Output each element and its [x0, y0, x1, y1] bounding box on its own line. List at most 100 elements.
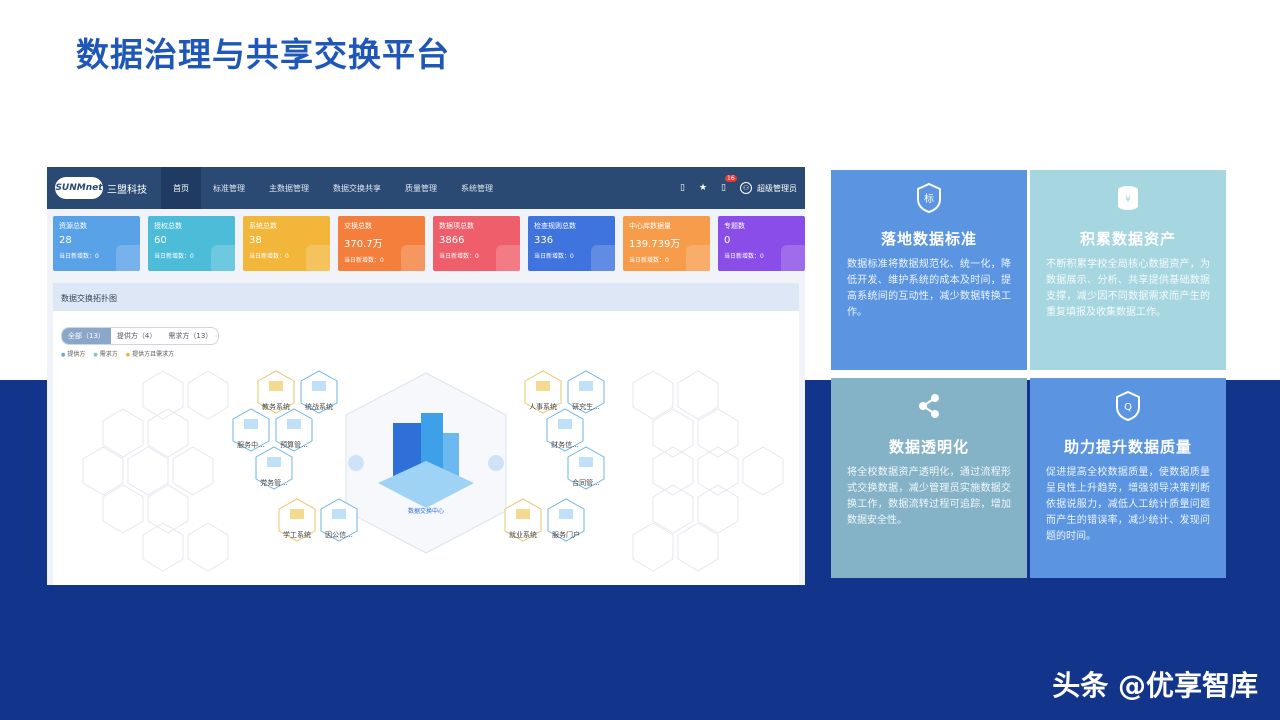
- topology-diagram: 数据交换中心 教务系统 统战系统 服务中... 预算管... 党务管... 学工…: [82, 370, 784, 572]
- share-icon: [919, 394, 939, 418]
- stat-sub: 当日新增数：0: [154, 253, 194, 260]
- user-icon: ⚇: [740, 182, 752, 194]
- stat-sub: 当日新增数：0: [249, 253, 289, 260]
- star-icon[interactable]: ★: [698, 183, 708, 193]
- stat-deco-icon: [686, 245, 710, 271]
- topology-node[interactable]: 服务中...: [232, 408, 270, 452]
- stat-deco-icon: [591, 245, 615, 271]
- nav-exchange[interactable]: 数据交换共享: [333, 183, 381, 193]
- topology-node[interactable]: 学工系统: [278, 498, 316, 542]
- topology-node[interactable]: 财务信...: [546, 408, 584, 452]
- svg-text:党务管...: 党务管...: [260, 478, 288, 487]
- svg-text:¥: ¥: [1125, 195, 1131, 205]
- stat-label: 专题数: [724, 222, 745, 230]
- filter-tabs: 全部（13） 提供方（4） 需求方（13）: [61, 327, 220, 345]
- topology-node[interactable]: 就业系统: [504, 498, 542, 542]
- svg-text:因公信...: 因公信...: [325, 530, 353, 539]
- topology-node[interactable]: 党务管...: [255, 446, 293, 490]
- topology-node[interactable]: 研究生...: [567, 370, 605, 414]
- hex-grid: [82, 370, 784, 572]
- svg-text:统战系统: 统战系统: [305, 402, 333, 411]
- card-description: 促进提高全校数据质量，使数据质量呈良性上升趋势，增强领导决策判断依据说服力，减低…: [1046, 467, 1210, 542]
- nav-home[interactable]: 首页: [161, 167, 201, 209]
- document-icon[interactable]: ▯: [680, 183, 685, 193]
- stat-value: 3866: [439, 235, 465, 246]
- topology-node[interactable]: 教务系统: [257, 370, 295, 414]
- topology-node[interactable]: 统战系统: [300, 370, 338, 414]
- feature-card-transparency: 数据透明化 将全校数据资产透明化，通过流程形式交换数据，减少管理员实施数据交换工…: [831, 378, 1027, 578]
- topology-node[interactable]: 预算管...: [275, 408, 313, 452]
- bell-icon[interactable]: ▯16: [721, 175, 737, 193]
- svg-text:合同管...: 合同管...: [572, 478, 600, 487]
- stat-sub: 当日新增数：0: [724, 253, 764, 260]
- logo[interactable]: SUNMnet 三盟科技: [47, 177, 161, 199]
- top-right-tools: ▯ ★ ▯16 ⚇ 超级管理员: [680, 175, 805, 194]
- svg-text:标: 标: [924, 193, 934, 205]
- nav-standard[interactable]: 标准管理: [213, 183, 245, 193]
- stat-deco-icon: [781, 245, 805, 271]
- svg-text:服务中...: 服务中...: [237, 440, 265, 449]
- center-label: 数据交换中心: [408, 507, 444, 515]
- stat-value: 370.7万: [344, 239, 383, 250]
- topology-node[interactable]: 因公信...: [320, 498, 358, 542]
- svg-text:学工系统: 学工系统: [283, 530, 311, 539]
- topology-panel: 数据交换拓扑图 全部（13） 提供方（4） 需求方（13） 提供方 需求方 提供…: [53, 283, 799, 585]
- nav-quality[interactable]: 质量管理: [405, 183, 437, 193]
- main-nav: 首页 标准管理 主数据管理 数据交换共享 质量管理 系统管理: [161, 167, 505, 209]
- card-title: 数据透明化: [888, 438, 969, 456]
- feature-card-quality: Q 助力提升数据质量 促进提高全校数据质量，使数据质量呈良性上升趋势，增强领导决…: [1030, 378, 1226, 578]
- left-nodes: 教务系统 统战系统 服务中... 预算管... 党务管... 学工系统 因公信.…: [232, 370, 358, 542]
- logo-mark: SUNMnet: [55, 177, 103, 199]
- svg-text:人事系统: 人事系统: [529, 402, 557, 411]
- svg-text:预算管...: 预算管...: [280, 440, 308, 449]
- topology-node[interactable]: 人事系统: [524, 370, 562, 414]
- quality-shield-icon: Q: [1116, 390, 1140, 422]
- stat-sub: 当日新增数：0: [344, 257, 384, 264]
- exchange-center: 数据交换中心: [345, 372, 507, 554]
- stat-deco-icon: [211, 245, 235, 271]
- svg-text:就业系统: 就业系统: [509, 530, 537, 539]
- svg-text:服务门户: 服务门户: [552, 530, 580, 539]
- stat-deco-icon: [401, 245, 425, 271]
- legend-provider: 提供方: [61, 349, 85, 358]
- filter-provider[interactable]: 提供方（4）: [116, 332, 157, 340]
- card-description: 将全校数据资产透明化，通过流程形式交换数据，减少管理员实施数据交换工作，数据流转…: [847, 467, 1011, 526]
- card-title: 助力提升数据质量: [1063, 438, 1192, 456]
- stat-label: 数据项总数: [439, 222, 474, 230]
- notification-badge: 16: [725, 175, 737, 182]
- stat-card[interactable]: 系统总数 38 当日新增数：0: [243, 216, 330, 271]
- svg-text:教务系统: 教务系统: [262, 402, 290, 411]
- topology-node[interactable]: 服务门户: [547, 498, 585, 542]
- slide-title: 数据治理与共享交换平台: [76, 35, 450, 74]
- right-nodes: 人事系统 研究生... 财务信... 合同管... 就业系统 服务门户: [504, 370, 605, 542]
- stat-label: 系统总数: [249, 222, 277, 230]
- nav-master-data[interactable]: 主数据管理: [269, 183, 309, 193]
- stat-value: 38: [249, 235, 262, 246]
- stat-sub: 当日新增数：0: [534, 253, 574, 260]
- card-description: 不断积累学校全局核心数据资产，为数据展示、分析、共享提供基础数据支撑，减少因不同…: [1046, 259, 1210, 318]
- standard-shield-icon: 标: [917, 182, 941, 214]
- topology-node[interactable]: 合同管...: [567, 446, 605, 490]
- user-menu[interactable]: ⚇ 超级管理员: [740, 182, 797, 194]
- stat-deco-icon: [496, 245, 520, 271]
- stat-value: 139.739万: [629, 239, 681, 250]
- app-screenshot: SUNMnet 三盟科技 首页 标准管理 主数据管理 数据交换共享 质量管理 系…: [47, 167, 805, 585]
- card-title: 积累数据资产: [1079, 230, 1176, 248]
- database-coin-icon: ¥: [1118, 186, 1138, 210]
- stat-sub: 当日新增数：0: [59, 253, 99, 260]
- user-name: 超级管理员: [757, 183, 797, 193]
- stat-deco-icon: [116, 245, 140, 271]
- filter-consumer[interactable]: 需求方（13）: [168, 332, 213, 340]
- nav-system[interactable]: 系统管理: [461, 183, 493, 193]
- stat-sub: 当日新增数：0: [629, 257, 669, 264]
- feature-card-assets: ¥ 积累数据资产 不断积累学校全局核心数据资产，为数据展示、分析、共享提供基础数…: [1030, 170, 1226, 370]
- filter-all[interactable]: 全部（13）: [62, 328, 111, 344]
